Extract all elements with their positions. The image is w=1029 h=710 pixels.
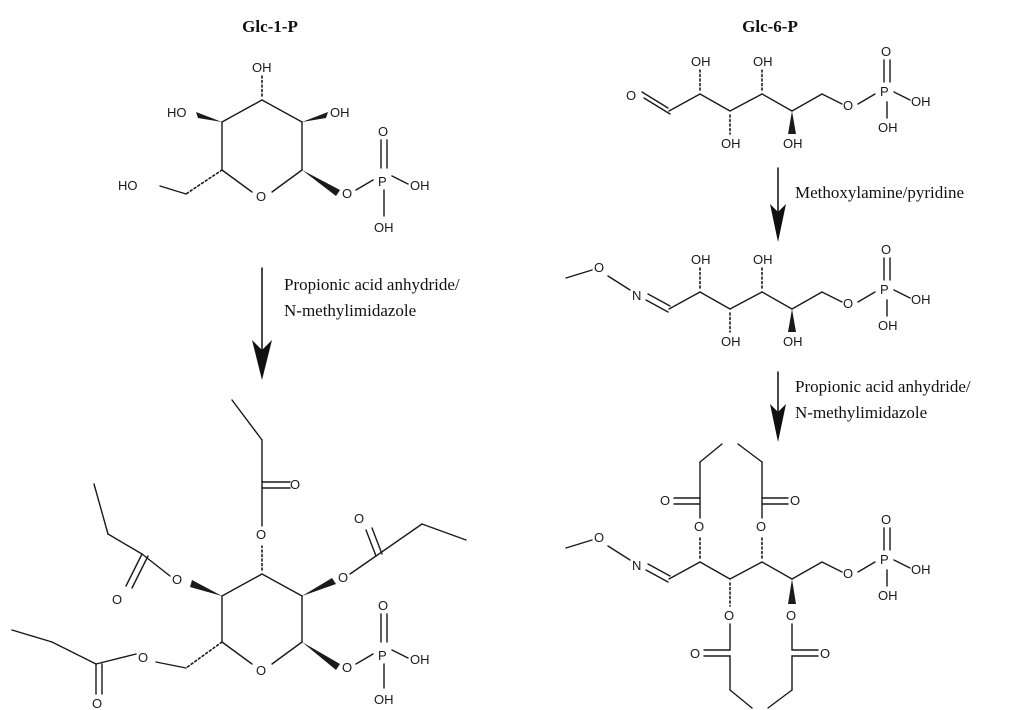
atom-o: O [256, 663, 266, 678]
atom-o: O [378, 598, 388, 613]
atom-oh: OH [721, 334, 741, 349]
atom-o: O [92, 696, 102, 710]
atom-o: O [843, 296, 853, 311]
right-reagent-top: Methoxylamine/pyridine [795, 183, 964, 202]
atom-p: P [880, 552, 889, 567]
glc-1-p-structure [159, 74, 409, 217]
right-reagent-bottom-line-1: Propionic acid anhydride/ [795, 377, 971, 396]
glc-6-p-methoxime-structure [565, 257, 911, 333]
atom-o: O [256, 189, 266, 204]
atom-oh: OH [374, 220, 394, 235]
atom-ho: HO [167, 105, 187, 120]
atom-p: P [378, 174, 387, 189]
atom-o: O [342, 186, 352, 201]
atom-oh: OH [374, 692, 394, 707]
atom-o: O [790, 493, 800, 508]
right-reagent-bottom-line-2: N-methylimidazole [795, 403, 927, 422]
atom-p: P [880, 282, 889, 297]
atom-o: O [112, 592, 122, 607]
propionylated-glc-6-p-methoxime-structure [565, 443, 911, 709]
atom-o: O [660, 493, 670, 508]
atom-oh: OH [911, 94, 931, 109]
atom-o: O [172, 572, 182, 587]
atom-o: O [881, 512, 891, 527]
atom-p: P [880, 84, 889, 99]
title-glc-1-p: Glc-1-P [242, 17, 298, 36]
atom-o: O [690, 646, 700, 661]
atom-o: O [843, 566, 853, 581]
atom-o: O [881, 242, 891, 257]
atom-o: O [724, 608, 734, 623]
atom-o: O [378, 124, 388, 139]
atom-oh: OH [911, 562, 931, 577]
atom-o: O [338, 570, 348, 585]
atom-o: O [756, 519, 766, 534]
atom-oh: OH [410, 652, 430, 667]
atom-o: O [290, 477, 300, 492]
atom-o: O [594, 530, 604, 545]
atom-oh: OH [911, 292, 931, 307]
atom-oh: OH [330, 105, 350, 120]
atom-o: O [881, 44, 891, 59]
atom-oh: OH [783, 136, 803, 151]
left-reagent-line-2: N-methylimidazole [284, 301, 416, 320]
atom-o: O [594, 260, 604, 275]
atom-o: O [138, 650, 148, 665]
left-reagent-line-1: Propionic acid anhydride/ [284, 275, 460, 294]
atom-o: O [843, 98, 853, 113]
left-reaction-arrow [252, 267, 272, 380]
atom-o: O [354, 511, 364, 526]
title-glc-6-p: Glc-6-P [742, 17, 798, 36]
atom-o: O [342, 660, 352, 675]
right-reaction-arrow-2 [770, 371, 786, 442]
atom-p: P [378, 648, 387, 663]
atom-oh: OH [691, 54, 711, 69]
atom-o: O [820, 646, 830, 661]
atom-oh: OH [410, 178, 430, 193]
atom-oh: OH [252, 60, 272, 75]
atom-oh: OH [878, 120, 898, 135]
atom-n: N [632, 288, 641, 303]
atom-ho: HO [118, 178, 138, 193]
atom-oh: OH [878, 318, 898, 333]
atom-oh: OH [783, 334, 803, 349]
right-reaction-arrow-1 [770, 167, 786, 242]
atom-oh: OH [691, 252, 711, 267]
atom-oh: OH [721, 136, 741, 151]
atom-o: O [694, 519, 704, 534]
atom-oh: OH [753, 54, 773, 69]
atom-oh: OH [878, 588, 898, 603]
propionylated-glc-1-p-structure [11, 399, 467, 695]
glc-6-p-structure [641, 59, 911, 135]
atom-o: O [626, 88, 636, 103]
atom-o: O [786, 608, 796, 623]
atom-oh: OH [753, 252, 773, 267]
atom-o: O [256, 527, 266, 542]
atom-n: N [632, 558, 641, 573]
